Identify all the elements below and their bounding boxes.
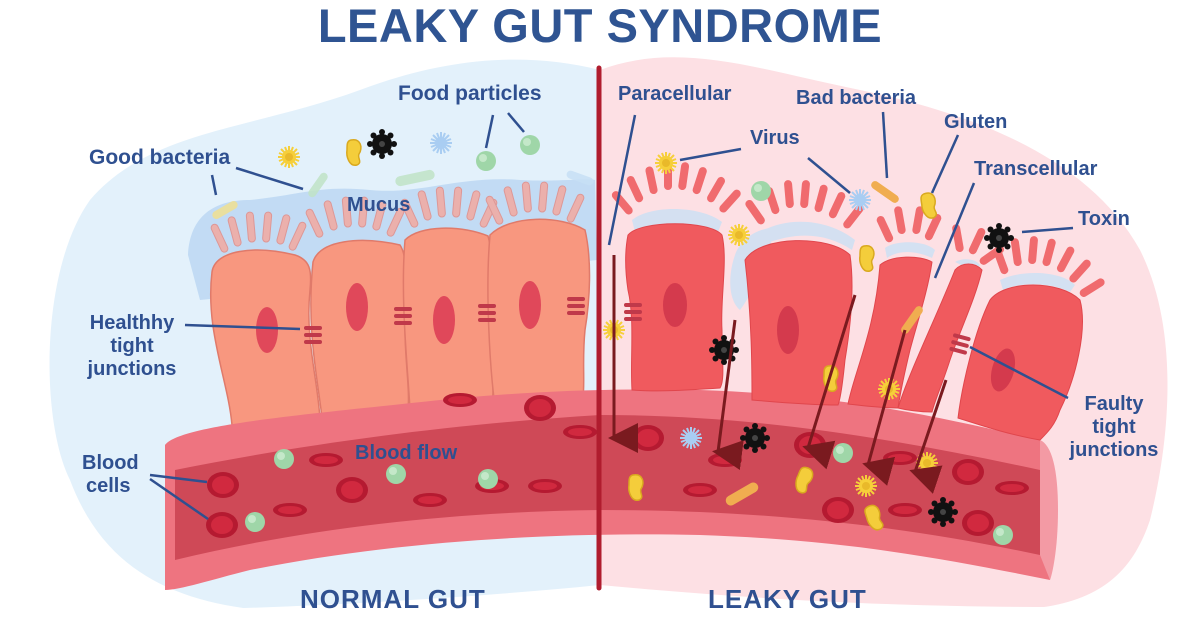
good-bacteria-shapes [212,169,594,219]
leaky-cell-nuclei [663,283,1016,392]
label-blood-cells: Blood cells [82,452,139,497]
leakage-arrows [608,255,948,494]
label-mucus: Mucus [347,194,411,216]
label-healthy-tight-junctions: Healthhy tight junctions [87,312,177,380]
section-label-leaky-gut: LEAKY GUT [708,584,867,614]
label-food-particles: Food particles [398,82,542,105]
label-leader-lines [149,111,1074,521]
virus-particle [277,145,301,169]
section-label-normal-gut: NORMAL GUT [300,584,486,614]
label-faulty-tight-junctions: Faulty tight junctions [1069,393,1159,461]
label-paracellular: Paracellular [618,83,732,105]
cell-nuclei [256,281,541,353]
label-virus: Virus [750,127,800,149]
label-gluten: Gluten [944,111,1008,133]
label-bad-bacteria: Bad bacteria [796,87,917,109]
page-title: LEAKY GUT SYNDROME [317,0,883,52]
label-good-bacteria: Good bacteria [89,146,231,169]
label-transcellular: Transcellular [974,158,1098,180]
label-blood-flow: Blood flow [355,442,458,464]
label-toxin: Toxin [1078,208,1130,230]
